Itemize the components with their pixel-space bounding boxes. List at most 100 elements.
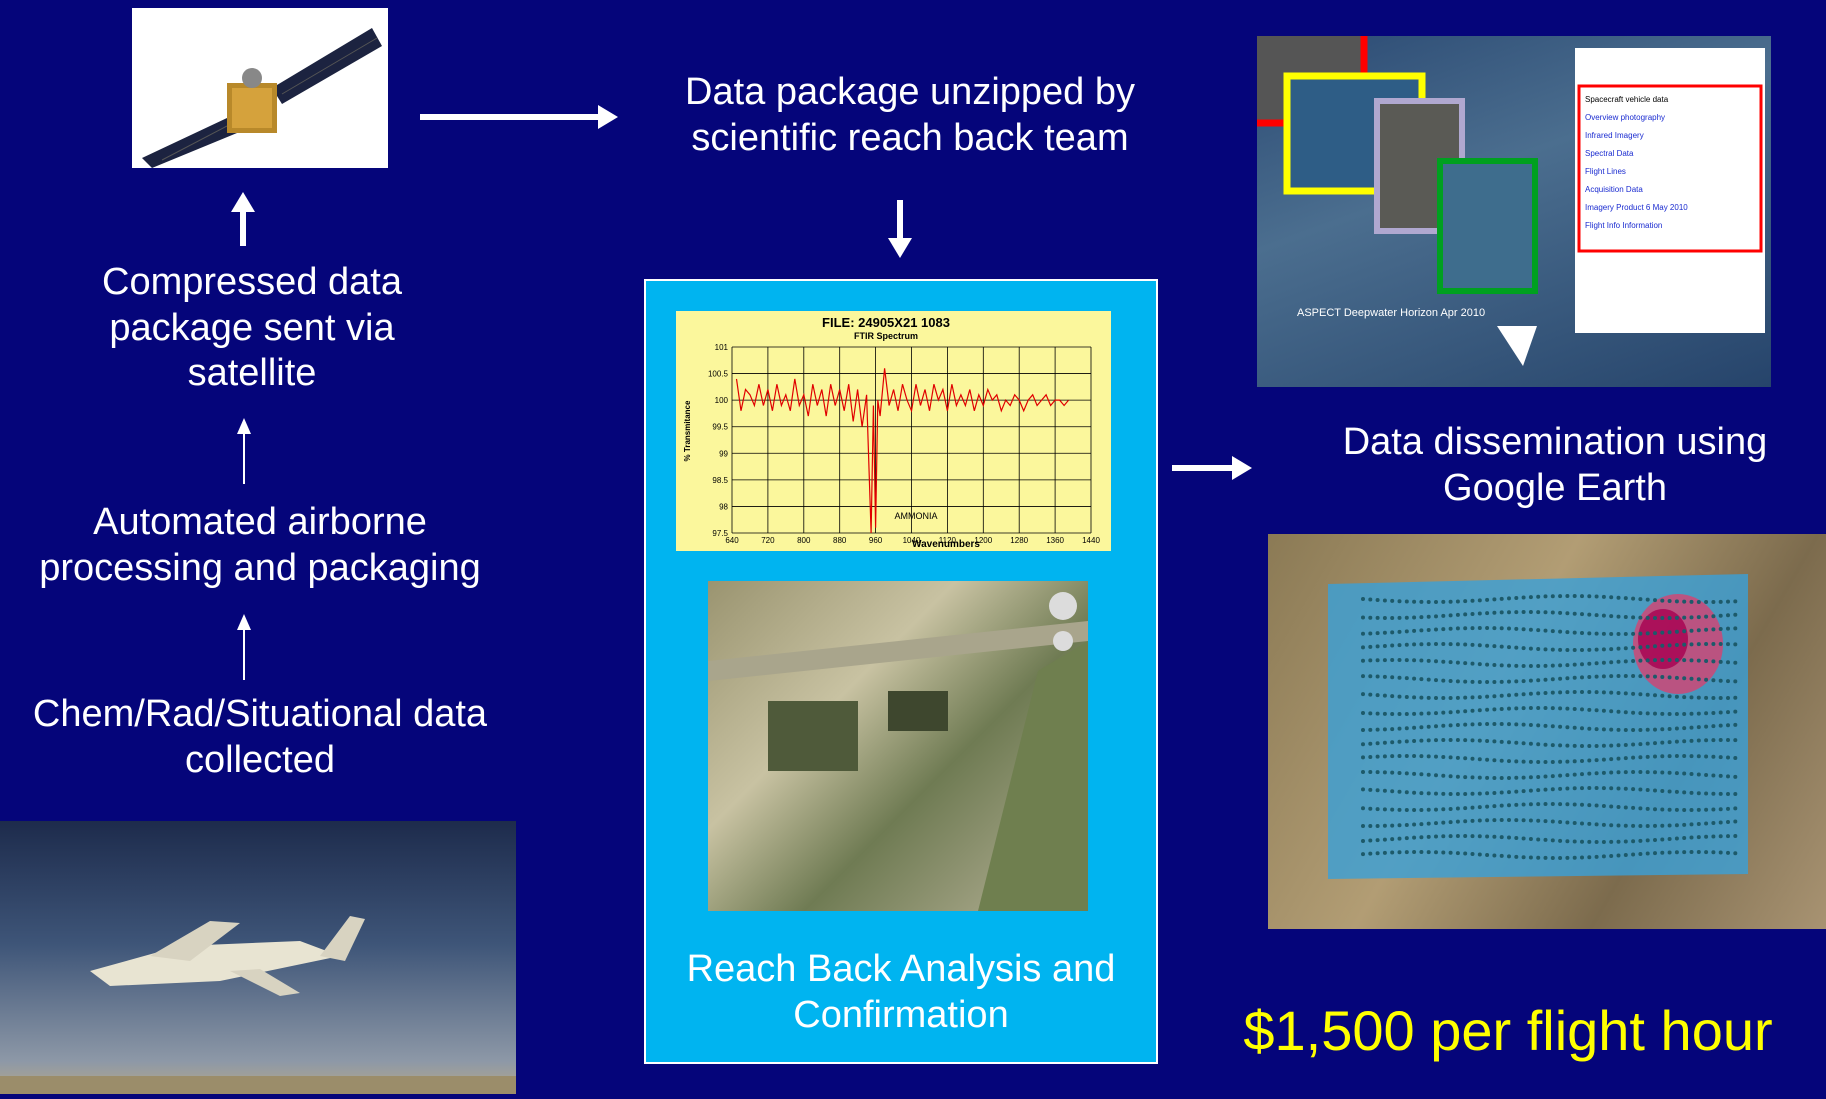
chart-y-tick-label: 100.5 [708,370,729,379]
flight-line-dot [1470,708,1475,713]
flight-line-dot [1718,678,1723,683]
flight-line-dot [1653,693,1657,698]
flight-line-dot [1397,789,1402,794]
flight-line-dot [1477,775,1482,780]
flight-line-dot [1536,759,1541,764]
flight-line-dot [1594,839,1599,844]
flight-line-dot [1404,694,1409,699]
flight-line-dot [1667,615,1672,620]
flight-line-dot [1718,850,1723,855]
flight-line-dot [1477,852,1482,857]
flight-line-dot [1711,820,1716,825]
flight-line-dot [1463,738,1468,743]
flight-line-dot [1514,595,1519,600]
flight-line-dot [1550,677,1555,682]
flight-line-dot [1689,599,1694,604]
ge-list-item[interactable]: Spectral Data [1585,149,1634,158]
flight-line-dot [1448,806,1453,811]
flight-line-dot [1601,822,1606,827]
ge-list-item[interactable]: Infrared Imagery [1585,131,1644,140]
step-sent-text: Compressed data package sent via satelli… [102,261,402,395]
flight-line-dot [1390,630,1395,635]
flight-line-dot [1543,819,1548,824]
flight-line-dot [1638,645,1643,650]
flight-line-dot [1696,738,1701,743]
flight-line-dot [1397,643,1402,648]
flight-line-dot [1361,658,1365,663]
chart-x-tick-label: 1360 [1046,536,1064,545]
flight-line-dot [1382,643,1387,648]
flight-line-dot [1397,615,1402,620]
flight-line-dot [1601,631,1606,636]
flight-line-dot [1419,772,1424,777]
flight-line-dot [1485,757,1490,762]
flight-line-dot [1733,851,1738,856]
flight-line-dot [1536,678,1541,683]
flight-line-dot [1587,674,1592,679]
flight-line-dot [1718,820,1723,825]
flight-line-dot [1580,612,1584,617]
flight-line-dot [1660,711,1665,716]
flight-line-dot [1426,695,1431,700]
flight-line-dot [1441,791,1446,796]
flight-line-dot [1689,642,1694,647]
analysis-panel: FILE: 24905X21 1083 FTIR Spectrum % Tran… [644,279,1158,1064]
flight-line-dot [1404,850,1409,855]
flight-line-dot [1361,727,1365,732]
flight-line-dot [1711,695,1716,700]
flight-line-dot [1638,742,1643,747]
flight-line-dot [1601,660,1606,665]
flight-line-dot [1470,756,1475,761]
flight-line-dot [1492,597,1497,602]
flight-line-dot [1594,854,1599,859]
flight-line-dot [1696,807,1701,812]
flight-line-dot [1550,629,1555,634]
flight-line-dot [1711,642,1716,646]
flight-line-dot [1426,711,1431,716]
flight-line-dot [1375,851,1380,856]
flight-line-dot [1543,837,1548,842]
flight-line-dot [1645,711,1650,716]
flight-line-dot [1623,742,1628,747]
arrow-up-thin-1 [237,418,251,484]
flight-line-dot [1645,615,1650,620]
flight-line-dot [1507,759,1511,764]
flight-line-dot [1543,663,1548,668]
flight-line-dot [1536,594,1541,599]
flight-line-dot [1455,660,1460,665]
flight-line-dot [1419,695,1424,700]
flight-line-dot [1536,818,1541,823]
flight-line-dot [1623,659,1628,664]
flight-line-dot [1485,643,1490,648]
flight-line-dot [1631,674,1636,679]
flight-line-dot [1558,773,1563,778]
flight-line-dot [1689,835,1694,840]
flight-line-dot [1696,754,1701,759]
flight-line-dot [1528,836,1533,841]
flight-line-dot [1368,787,1373,792]
flight-line-dot [1711,773,1716,778]
ge-list-item[interactable]: Imagery Product 6 May 2010 [1585,203,1688,212]
flight-line-dot [1718,626,1723,631]
flight-line-dot [1404,711,1409,716]
spectrum-chart-svg: FILE: 24905X21 1083 FTIR Spectrum % Tran… [683,315,1100,550]
chart-x-tick-label: 880 [833,536,847,545]
flight-line-dot [1521,679,1526,684]
flight-line-dot [1572,647,1577,652]
ge-list-item[interactable]: Flight Lines [1585,167,1626,176]
flight-line-dot [1528,855,1533,860]
flight-line-dot [1580,758,1584,763]
flight-line-dot [1667,836,1672,841]
flight-line-dot [1404,754,1409,758]
ge-list-item[interactable]: Acquisition Data [1585,185,1643,194]
flight-line-dot [1361,631,1365,636]
chart-y-tick-label: 100 [715,396,729,405]
flight-line-dot [1674,675,1679,680]
chart-x-tick-label: 1440 [1082,536,1100,545]
ge-list-item[interactable]: Flight Info Information [1585,221,1662,230]
ge-list-item[interactable]: Overview photography [1585,113,1665,122]
ge-list-item[interactable]: Spacecraft vehicle data [1585,95,1669,104]
flight-line-dot [1558,594,1563,599]
flight-line-dot [1660,658,1665,663]
flight-line-dot [1507,790,1511,795]
